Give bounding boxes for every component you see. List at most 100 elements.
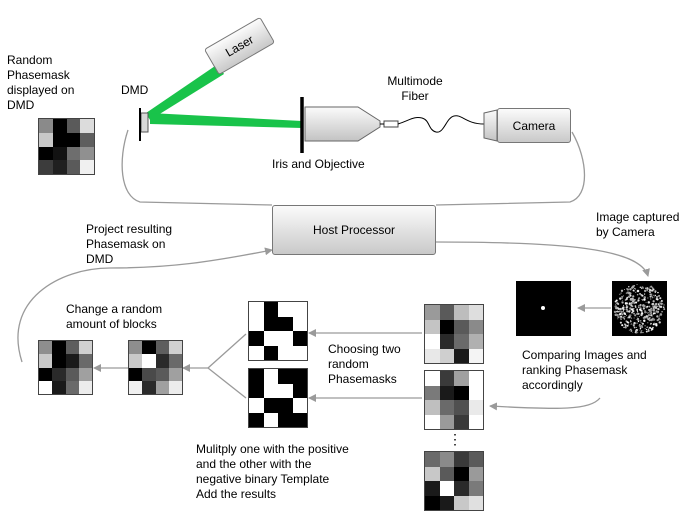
mask-cell [249, 383, 264, 398]
laser-beam-reflected [150, 113, 302, 128]
mask-cell [468, 334, 483, 349]
label-image-captured: Image captured by Camera [596, 210, 680, 239]
mask-cell [439, 452, 454, 467]
mask-cell [155, 367, 169, 381]
label-change-random: Change a random amount of blocks [66, 302, 163, 331]
mask-cell [65, 367, 79, 381]
ranked-phasemask-2 [424, 370, 484, 430]
mask-cell [129, 354, 143, 368]
mask-cell [80, 146, 94, 161]
connector-dmd-host [121, 129, 273, 206]
mask-cell [52, 341, 66, 355]
mask-cell [425, 371, 440, 386]
mask-cell [425, 452, 440, 467]
laser-beam-incoming [146, 64, 224, 120]
phasemask-result-left [38, 340, 93, 395]
mask-cell [468, 400, 483, 415]
mask-cell [439, 305, 454, 320]
mask-cell [263, 369, 278, 384]
mask-cell [454, 452, 469, 467]
mask-cell [155, 380, 169, 394]
merge-lines [206, 333, 247, 399]
mask-cell [155, 354, 169, 368]
mask-cell [142, 367, 156, 381]
mask-cell [439, 334, 454, 349]
mask-cell [66, 160, 81, 174]
mask-cell [78, 380, 92, 394]
mask-cell [468, 452, 483, 467]
mask-cell [454, 305, 469, 320]
mask-cell [278, 316, 293, 331]
mask-cell [249, 398, 264, 413]
binary-template-negative [248, 368, 308, 428]
mask-cell [454, 400, 469, 415]
objective-lens [304, 106, 381, 142]
ranked-phasemask-3 [424, 451, 484, 511]
mask-cell [263, 302, 278, 317]
mask-cell [278, 369, 293, 384]
mask-cell [129, 341, 143, 355]
mask-cell [263, 412, 278, 427]
mask-cell [52, 380, 66, 394]
mask-cell [439, 481, 454, 496]
mask-cell [292, 383, 307, 398]
mask-cell [278, 412, 293, 427]
mask-cell [263, 383, 278, 398]
mask-cell [39, 341, 53, 355]
mask-cell [292, 331, 307, 346]
camera-lens [483, 109, 498, 142]
mask-cell [249, 316, 264, 331]
mask-cell [292, 369, 307, 384]
mask-cell [439, 466, 454, 481]
mask-cell [454, 385, 469, 400]
mask-cell [439, 495, 454, 510]
fiber-coupler [383, 120, 399, 128]
mask-cell [425, 400, 440, 415]
speckle-image [612, 281, 667, 336]
mask-cell [249, 331, 264, 346]
mask-cell [425, 466, 440, 481]
mask-cell [65, 354, 79, 368]
mask-cell [439, 385, 454, 400]
mask-cell [454, 466, 469, 481]
mask-cell [263, 316, 278, 331]
dmd-mirror [140, 112, 149, 133]
mask-cell [52, 146, 67, 161]
mask-cell [425, 319, 440, 334]
mask-cell [78, 367, 92, 381]
mask-cell [292, 398, 307, 413]
mask-cell [78, 341, 92, 355]
mask-cell [168, 380, 182, 394]
mask-cell [425, 305, 440, 320]
mask-cell [39, 354, 53, 368]
mask-cell [454, 414, 469, 429]
mask-cell [142, 380, 156, 394]
mask-cell [454, 319, 469, 334]
label-dmd: DMD [121, 83, 149, 97]
mask-cell [425, 348, 440, 363]
mask-cell [278, 383, 293, 398]
mask-cell [439, 400, 454, 415]
label-comparing: Comparing Images and ranking Phasemask a… [522, 348, 647, 392]
laser-label: Laser [222, 32, 257, 60]
mask-cell [439, 414, 454, 429]
mask-cell [454, 495, 469, 510]
mask-cell [129, 367, 143, 381]
arrow-host-to-image [435, 241, 650, 277]
label-multimode-fiber: Multimode Fiber [387, 74, 443, 103]
mask-cell [168, 341, 182, 355]
binary-template-positive [248, 301, 308, 361]
mask-cell [80, 119, 94, 133]
mask-cell [249, 345, 264, 360]
mask-cell [263, 345, 278, 360]
mask-cell [39, 380, 53, 394]
mask-cell [65, 380, 79, 394]
mask-cell [278, 345, 293, 360]
mask-cell [263, 398, 278, 413]
stack-ellipsis: ⋮ [448, 431, 462, 447]
label-iris-objective: Iris and Objective [272, 157, 365, 171]
mask-cell [78, 354, 92, 368]
label-multiply: Mulitply one with the positive and the o… [196, 442, 349, 501]
mask-cell [39, 119, 53, 133]
